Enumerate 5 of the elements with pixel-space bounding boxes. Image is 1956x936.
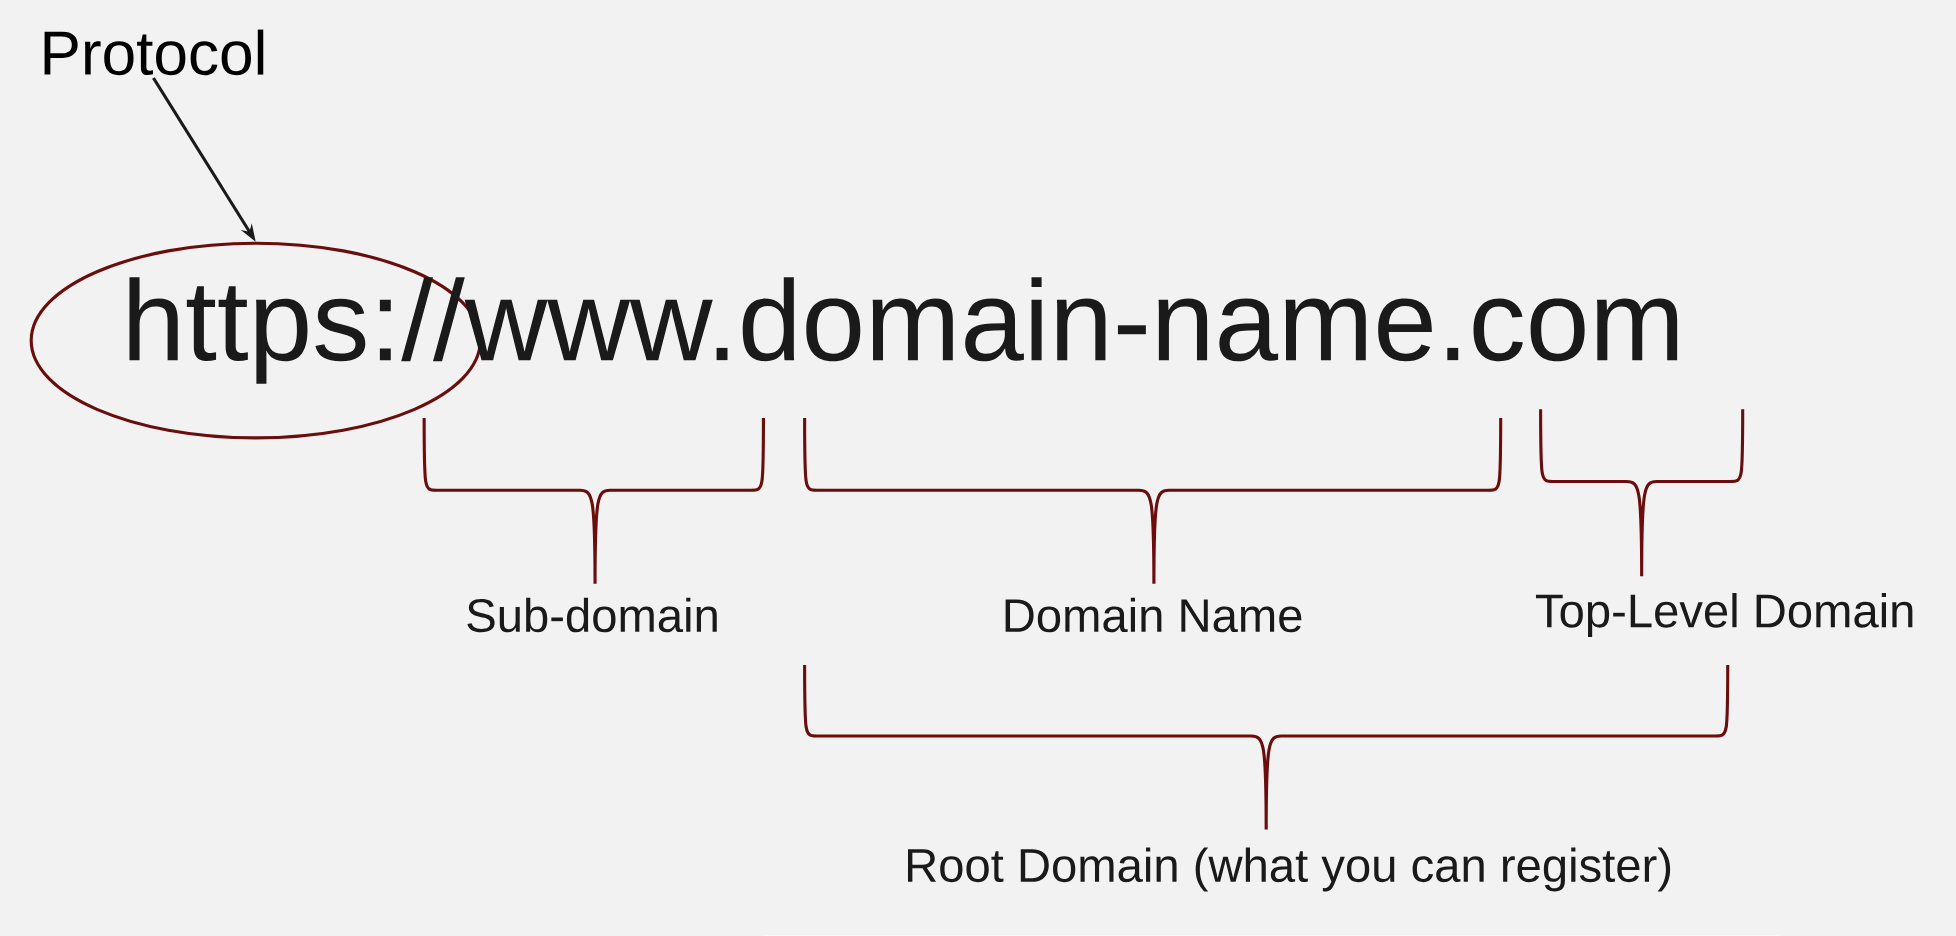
node-label: Protocol xyxy=(44,29,264,76)
label: Sub-domain xyxy=(467,597,717,633)
label: Root Domain (what you can register) xyxy=(907,847,1671,892)
label: Domain Name xyxy=(1005,597,1302,633)
label: Top-Level Domain xyxy=(1536,593,1913,638)
